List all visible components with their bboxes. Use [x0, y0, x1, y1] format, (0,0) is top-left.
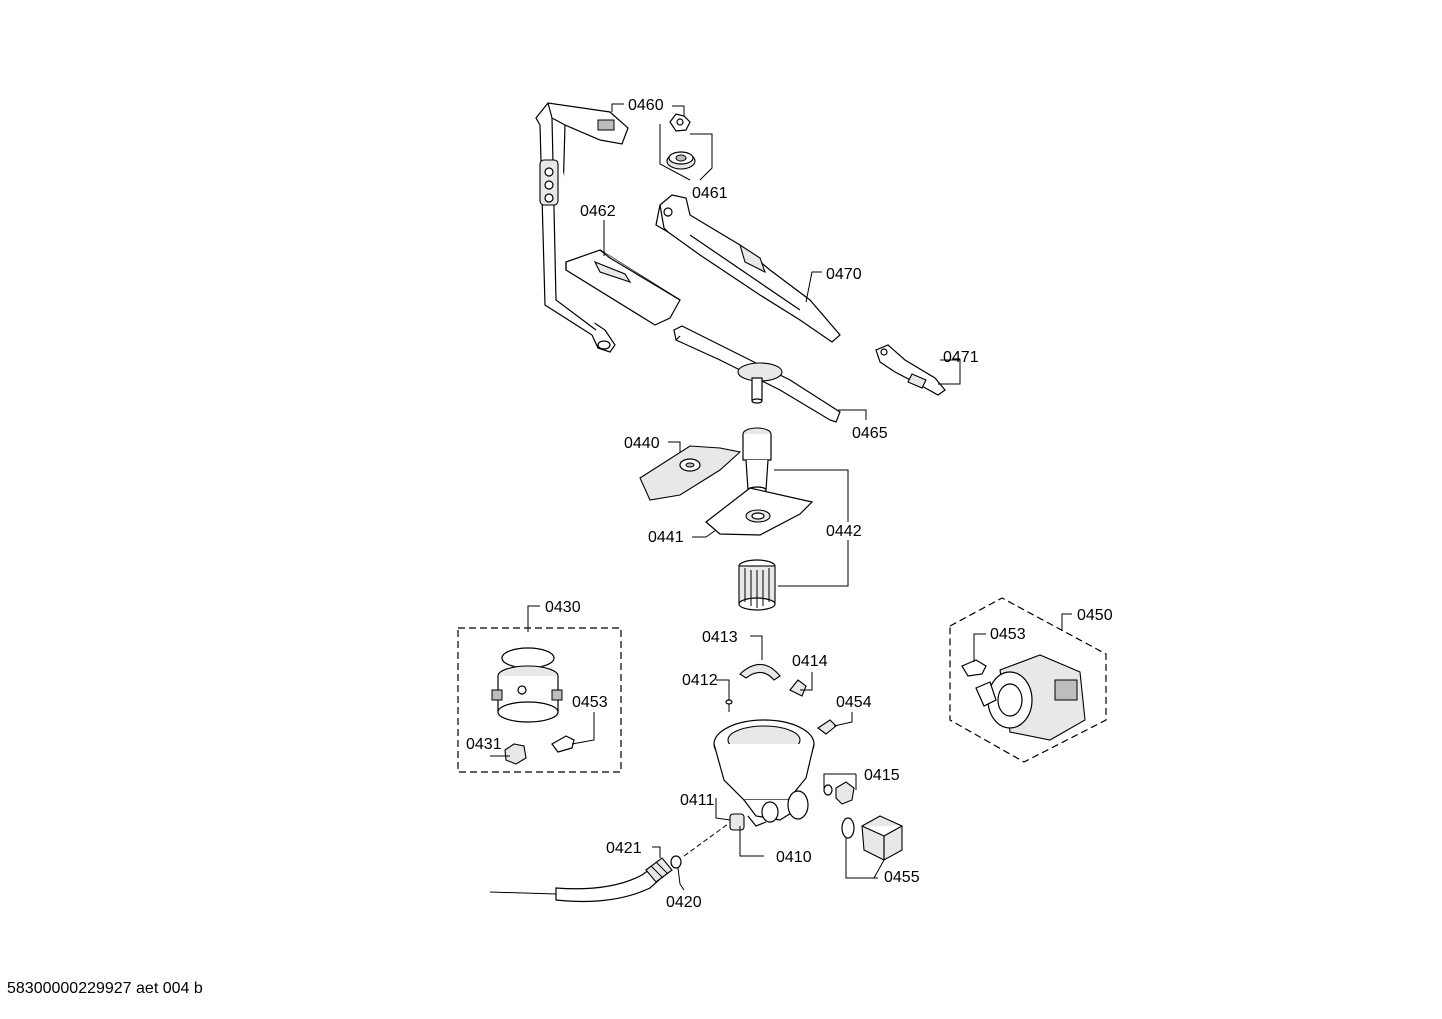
part-0442-top-drawing [742, 427, 772, 494]
part-0431-drawing [504, 743, 527, 765]
part-0415-drawing [823, 781, 855, 805]
part-0414-drawing [789, 679, 807, 697]
document-id: 58300000229927 aet 004 b [7, 980, 203, 997]
part-0461-drawing [666, 151, 696, 170]
label-0461: 0461 [692, 185, 728, 202]
label-0420: 0420 [666, 894, 702, 911]
part-0412-drawing [725, 699, 733, 712]
part-0454-drawing [817, 719, 837, 735]
label-0411: 0411 [680, 792, 715, 809]
label-0453-left: 0453 [572, 694, 608, 711]
part-0440-drawing [639, 445, 742, 501]
part-0413-drawing [739, 663, 781, 681]
part-0430-pump-drawing [491, 647, 563, 723]
label-0470: 0470 [826, 266, 862, 283]
label-0441: 0441 [648, 529, 684, 546]
label-0430: 0430 [545, 599, 581, 616]
label-0415: 0415 [864, 767, 900, 784]
part-0442-bottom-drawing [738, 559, 776, 611]
label-0431: 0431 [466, 736, 502, 753]
part-0450-motor-drawing [975, 654, 1086, 741]
part-0465-drawing [673, 325, 841, 423]
hose-axis-dashed [683, 823, 729, 857]
part-0471-drawing [875, 344, 946, 396]
group-0450-box [949, 597, 1107, 763]
part-0420-hose-drawing [489, 857, 673, 903]
label-0465: 0465 [852, 425, 888, 442]
label-0450: 0450 [1077, 607, 1113, 624]
label-0454: 0454 [836, 694, 872, 711]
label-0453-right: 0453 [990, 626, 1026, 643]
label-0410: 0410 [776, 849, 812, 866]
label-0471: 0471 [943, 349, 979, 366]
label-0442: 0442 [826, 523, 862, 540]
label-0412: 0412 [682, 672, 718, 689]
group-0430-box [457, 627, 622, 773]
label-0421: 0421 [606, 840, 642, 857]
label-0414: 0414 [792, 653, 828, 670]
part-labels: 0460 0461 0462 0470 0471 0465 0440 0441 … [466, 97, 1113, 911]
leader-lines [490, 103, 1072, 891]
part-0421-oring-drawing [670, 855, 682, 869]
label-0413: 0413 [702, 629, 738, 646]
label-0440: 0440 [624, 435, 660, 452]
part-0441-drawing [705, 487, 814, 536]
part-0470-drawing [655, 194, 841, 343]
feed-pipe-drawing [535, 102, 629, 353]
part-0410-sump-drawing [713, 719, 815, 827]
part-0411-drawing [729, 813, 745, 831]
part-0453-clamp-a-drawing [551, 735, 575, 753]
label-0462: 0462 [580, 203, 616, 220]
part-0460-drawing [669, 113, 691, 132]
part-0462-drawing [565, 249, 681, 326]
part-0455-drawing [841, 815, 903, 861]
label-0455: 0455 [884, 869, 920, 886]
part-0453-clamp-b-drawing [961, 659, 987, 677]
label-0460: 0460 [628, 97, 664, 114]
